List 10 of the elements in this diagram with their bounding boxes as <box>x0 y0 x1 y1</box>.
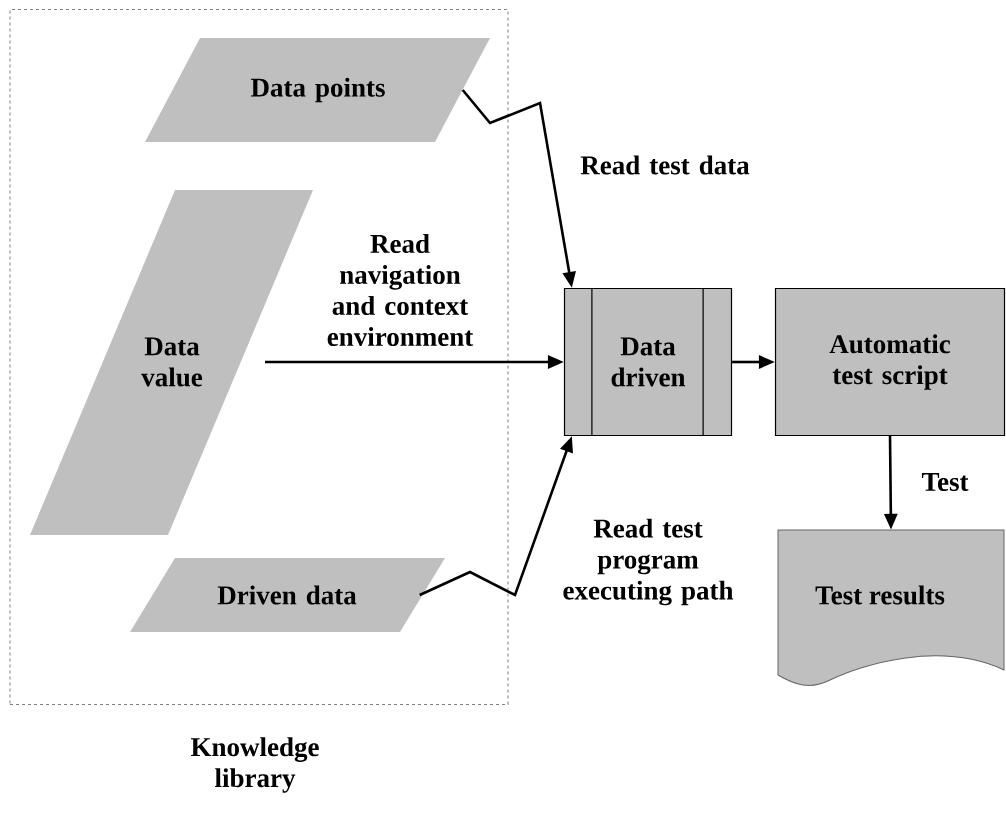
edge-label: Read navigation and context environment <box>327 234 474 346</box>
edge-label: Read test program executing path <box>563 518 734 606</box>
data-parallelogram: Driven data <box>130 558 445 632</box>
process-box: Automatic test script <box>774 287 1006 437</box>
data-parallelogram: Data points <box>145 38 490 142</box>
node-label: Knowledge library <box>190 737 319 793</box>
data-parallelogram: Data value <box>30 190 313 535</box>
edge-label: Read test data <box>580 155 750 175</box>
edge-label: Test <box>921 473 969 491</box>
predefined-process-box: Data driven <box>563 287 733 437</box>
